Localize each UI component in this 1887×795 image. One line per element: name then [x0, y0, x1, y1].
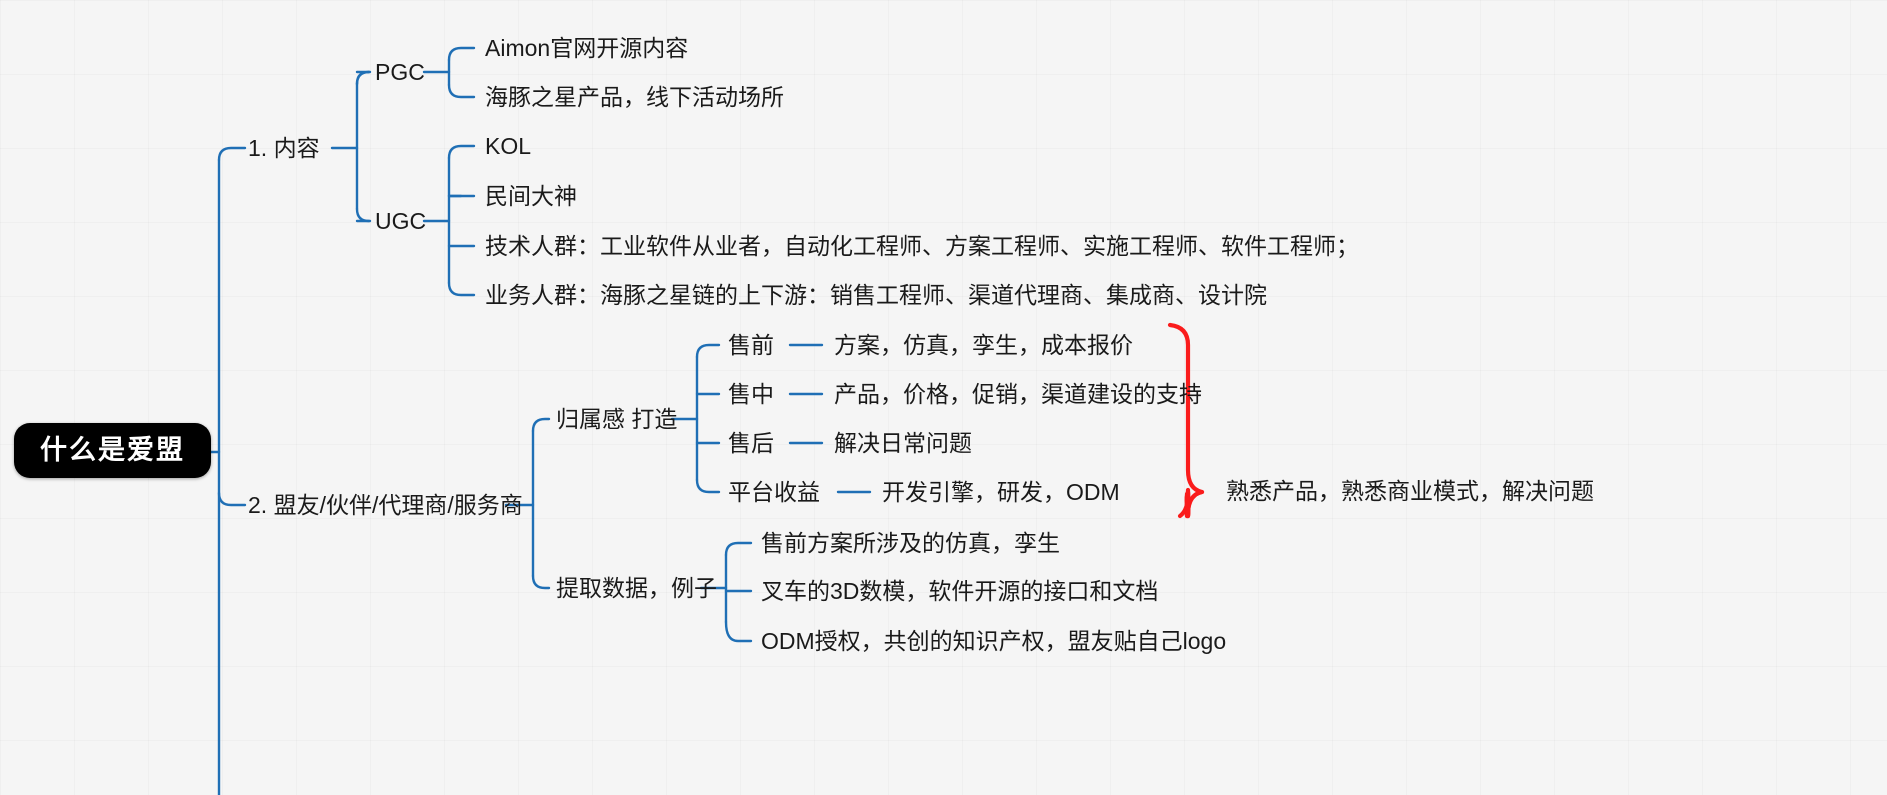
node-aftersale[interactable]: 售后: [728, 432, 774, 455]
node-belonging[interactable]: 归属感 打造: [556, 408, 677, 431]
node-platform-revenue-detail[interactable]: 开发引擎，研发，ODM: [882, 481, 1120, 504]
node-extract-child-1-label: 售前方案所涉及的仿真，孪生: [761, 530, 1060, 556]
brace-annotation-label: 熟悉产品，熟悉商业模式，解决问题: [1226, 478, 1594, 504]
node-pgc-label: PGC: [375, 59, 425, 85]
link-pgc-child-2: [447, 83, 476, 99]
node-extract-data[interactable]: 提取数据，例子: [556, 577, 717, 600]
red-brace: [1167, 322, 1205, 519]
link-belonging-child-1: [695, 343, 721, 359]
node-aftersale-detail-label: 解决日常问题: [834, 430, 972, 456]
node-presale-detail-label: 方案，仿真，孪生，成本报价: [834, 332, 1133, 358]
link-ugc-child-4: [447, 281, 476, 297]
node-ugc-child-3-label: 技术人群：工业软件从业者，自动化工程师、方案工程师、实施工程师、软件工程师；: [485, 233, 1359, 259]
node-insale[interactable]: 售中: [728, 383, 774, 406]
node-pgc-child-1-label: Aimon官网开源内容: [485, 35, 689, 61]
node-pgc-child-2-label: 海豚之星产品，线下活动场所: [485, 84, 784, 110]
link-ugc-child-1: [447, 144, 476, 160]
node-extract-child-1[interactable]: 售前方案所涉及的仿真，孪生: [761, 532, 1060, 555]
node-insale-label: 售中: [728, 381, 774, 407]
link-trunk-to-content: [217, 146, 247, 162]
node-presale[interactable]: 售前: [728, 334, 774, 357]
node-aftersale-label: 售后: [728, 430, 774, 456]
node-platform-revenue-label: 平台收益: [728, 479, 820, 505]
branch-allies[interactable]: 2. 盟友/伙伴/代理商/服务商: [248, 494, 523, 517]
node-ugc-child-1[interactable]: KOL: [485, 135, 531, 158]
node-extract-child-3[interactable]: ODM授权，共创的知识产权，盟友贴自己logo: [761, 630, 1226, 653]
node-aftersale-detail[interactable]: 解决日常问题: [834, 432, 972, 455]
link-pgc-child-1: [447, 46, 476, 62]
branch-content[interactable]: 1. 内容: [248, 137, 320, 160]
node-ugc-child-3[interactable]: 技术人群：工业软件从业者，自动化工程师、方案工程师、实施工程师、软件工程师；: [485, 235, 1359, 258]
link-content-to-pgc-corner: [355, 70, 371, 86]
branch-content-label: 1. 内容: [248, 135, 320, 161]
node-platform-revenue[interactable]: 平台收益: [728, 481, 820, 504]
node-ugc-child-2-label: 民间大神: [485, 183, 577, 209]
node-insale-detail[interactable]: 产品，价格，促销，渠道建设的支持: [834, 383, 1202, 406]
node-ugc-label: UGC: [375, 208, 427, 234]
node-extract-child-3-label: ODM授权，共创的知识产权，盟友贴自己logo: [761, 628, 1227, 654]
red-brace-lower: [1177, 489, 1191, 519]
node-pgc-child-1[interactable]: Aimon官网开源内容: [485, 37, 688, 60]
node-extract-child-2[interactable]: 叉车的3D数模，软件开源的接口和文档: [761, 580, 1158, 603]
node-ugc-child-1-label: KOL: [485, 133, 532, 159]
link-trunk-to-allies: [217, 491, 247, 507]
branch-allies-label: 2. 盟友/伙伴/代理商/服务商: [248, 492, 523, 518]
node-pgc-child-2[interactable]: 海豚之星产品，线下活动场所: [485, 86, 784, 109]
link-extract-child-1: [724, 541, 753, 557]
link-extract-child-3: [724, 620, 753, 643]
node-extract-data-label: 提取数据，例子: [556, 575, 717, 601]
node-ugc-child-4-label: 业务人群：海豚之星链的上下游：销售工程师、渠道代理商、集成商、设计院: [485, 282, 1267, 308]
root-label: 什么是爱盟: [40, 435, 185, 465]
node-pgc[interactable]: PGC: [375, 61, 425, 84]
link-corner-pgc: [355, 70, 371, 86]
root-node[interactable]: 什么是爱盟: [14, 423, 211, 478]
link-allies-to-belonging: [531, 417, 551, 433]
node-ugc-child-4[interactable]: 业务人群：海豚之星链的上下游：销售工程师、渠道代理商、集成商、设计院: [485, 284, 1267, 307]
link-belonging-child-4: [695, 478, 721, 494]
brace-annotation[interactable]: 熟悉产品，熟悉商业模式，解决问题: [1226, 480, 1594, 503]
node-belonging-label: 归属感 打造: [556, 406, 678, 432]
link-corner-ugc: [355, 207, 371, 223]
node-ugc-child-2[interactable]: 民间大神: [485, 185, 577, 208]
node-presale-detail[interactable]: 方案，仿真，孪生，成本报价: [834, 334, 1133, 357]
node-insale-detail-label: 产品，价格，促销，渠道建设的支持: [834, 381, 1202, 407]
node-platform-revenue-detail-label: 开发引擎，研发，ODM: [882, 479, 1120, 505]
node-presale-label: 售前: [728, 332, 774, 358]
node-ugc[interactable]: UGC: [375, 210, 426, 233]
node-extract-child-2-label: 叉车的3D数模，软件开源的接口和文档: [761, 578, 1159, 604]
link-allies-to-extract: [531, 574, 551, 590]
